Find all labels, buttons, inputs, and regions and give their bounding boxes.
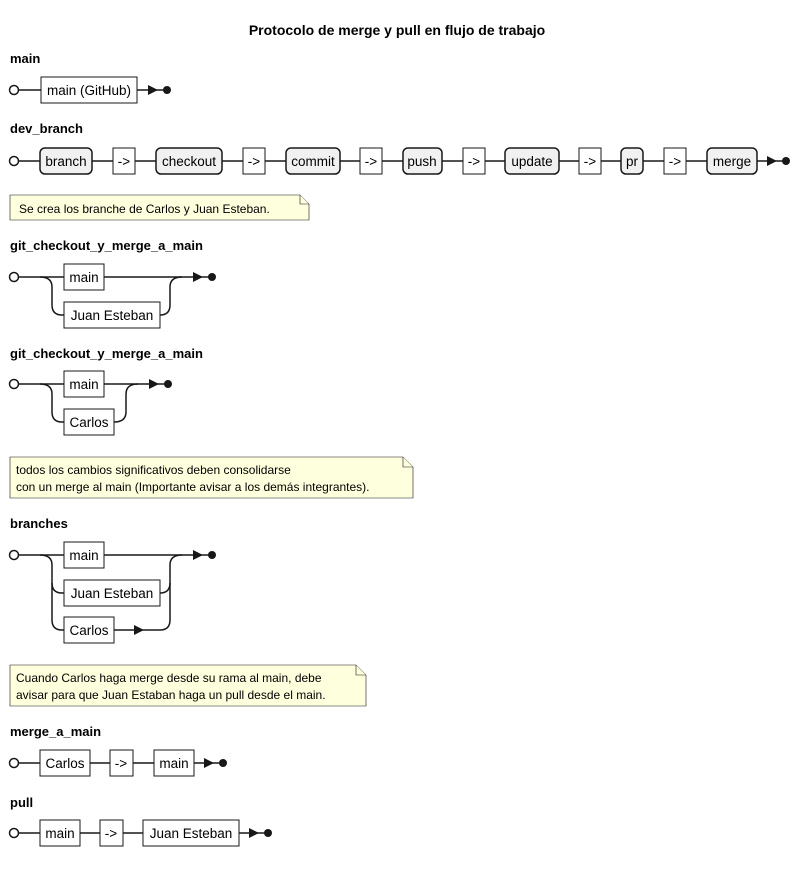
node-label: branch	[45, 154, 86, 169]
choice-juan-esteban	[63, 301, 161, 329]
node-main	[39, 819, 81, 847]
node-label: ->	[365, 154, 377, 169]
node-label: ->	[584, 154, 596, 169]
node-arrow	[109, 749, 134, 777]
end-terminal	[208, 551, 216, 559]
choice-juan-esteban	[63, 579, 161, 607]
note-1: Se crea los branche de Carlos y Juan Est…	[9, 194, 310, 221]
section-title: main	[10, 51, 40, 66]
node-label: main (GitHub)	[47, 83, 131, 98]
note-text: con un merge al main (Importante avisar …	[16, 480, 370, 494]
note-text: todos los cambios significativos deben c…	[16, 463, 291, 477]
node-merge	[706, 147, 758, 175]
end-terminal	[219, 759, 227, 767]
section-dev-branch: dev_branch branch -> checkout -> commit …	[8, 121, 790, 175]
node-pr	[620, 147, 644, 175]
choice-carlos	[63, 616, 115, 644]
section-main: main main (GitHub)	[8, 51, 171, 104]
node-arrow	[578, 147, 602, 175]
node-arrow	[663, 147, 687, 175]
start-terminal	[8, 271, 20, 283]
section-title: git_checkout_y_merge_a_main	[10, 346, 203, 361]
node-label: Carlos	[69, 623, 108, 638]
node-push	[402, 147, 443, 175]
arrow-head	[193, 272, 203, 282]
section-title: dev_branch	[10, 121, 83, 136]
node-label: main	[159, 756, 188, 771]
end-terminal	[208, 273, 216, 281]
section-git-checkout-juan: git_checkout_y_merge_a_main main Juan Es…	[8, 238, 216, 329]
start-terminal	[8, 155, 20, 167]
choice-main	[63, 370, 105, 398]
arrow-head	[767, 156, 777, 166]
arrow-head	[204, 758, 214, 768]
choice-main	[63, 263, 105, 291]
node-label: ->	[468, 154, 480, 169]
node-label: Carlos	[45, 756, 84, 771]
node-arrow	[112, 147, 136, 175]
node-label: ->	[669, 154, 681, 169]
choice-main	[63, 541, 105, 569]
end-terminal	[782, 157, 790, 165]
section-merge-a-main: merge_a_main Carlos -> main	[8, 724, 227, 777]
node-label: ->	[105, 826, 117, 841]
start-terminal	[8, 378, 20, 390]
node-label: merge	[713, 154, 751, 169]
node-arrow	[99, 819, 124, 847]
arrow-head	[193, 550, 203, 560]
note-text: Se crea los branche de Carlos y Juan Est…	[19, 202, 270, 216]
node-label: Juan Esteban	[150, 826, 233, 841]
note-2: todos los cambios significativos deben c…	[9, 456, 414, 499]
note-3: Cuando Carlos haga merge desde su rama a…	[9, 664, 367, 707]
choice-carlos	[63, 408, 115, 436]
node-label: ->	[115, 756, 127, 771]
diagram-title: Protocolo de merge y pull en flujo de tr…	[249, 22, 545, 38]
node-carlos	[39, 749, 91, 777]
section-pull: pull main -> Juan Esteban	[8, 795, 272, 847]
node-arrow	[242, 147, 266, 175]
section-title: merge_a_main	[10, 724, 101, 739]
node-update	[504, 147, 560, 175]
start-terminal	[8, 549, 20, 561]
note-text: Cuando Carlos haga merge desde su rama a…	[16, 671, 322, 685]
section-branches: branches main Juan Esteban Carlos	[8, 516, 216, 644]
node-juan-esteban	[142, 819, 240, 847]
section-title: branches	[10, 516, 68, 531]
node-label: checkout	[162, 154, 216, 169]
note-text: avisar para que Juan Estaban haga un pul…	[16, 688, 326, 702]
node-label: pr	[626, 154, 639, 169]
node-arrow	[359, 147, 383, 175]
arrow-head	[249, 828, 259, 838]
node-label: update	[511, 154, 552, 169]
node-label: Juan Esteban	[71, 308, 154, 323]
node-label: push	[407, 154, 436, 169]
section-git-checkout-carlos: git_checkout_y_merge_a_main main Carlos	[8, 346, 203, 436]
start-terminal	[8, 827, 20, 839]
node-label: main	[69, 270, 98, 285]
node-label: Carlos	[69, 415, 108, 430]
node-commit	[285, 147, 341, 175]
node-label: main	[69, 548, 98, 563]
node-arrow	[462, 147, 486, 175]
section-title: pull	[10, 795, 33, 810]
end-terminal	[264, 829, 272, 837]
node-label: commit	[291, 154, 335, 169]
node-checkout	[155, 147, 223, 175]
arrow-head	[148, 85, 158, 95]
node-main	[153, 749, 195, 777]
node-label: main	[69, 377, 98, 392]
start-terminal	[8, 84, 20, 96]
node-label: ->	[248, 154, 260, 169]
start-terminal	[8, 757, 20, 769]
arrow-head	[134, 625, 144, 635]
section-title: git_checkout_y_merge_a_main	[10, 238, 203, 253]
node-label: Juan Esteban	[71, 586, 154, 601]
end-terminal	[163, 86, 171, 94]
node-label: main	[45, 826, 74, 841]
arrow-head	[149, 379, 159, 389]
node-branch	[39, 147, 93, 175]
node-label: ->	[118, 154, 130, 169]
end-terminal	[164, 380, 172, 388]
